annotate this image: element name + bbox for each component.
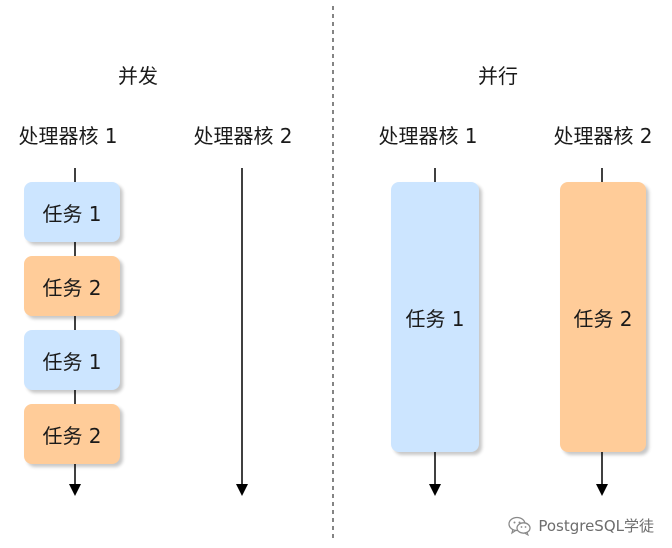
concurrency-task-2: 任务 2 <box>24 256 120 316</box>
parallelism-core2-arrowhead <box>596 484 608 496</box>
wechat-icon <box>508 516 531 536</box>
watermark: PostgreSQL学徒 <box>508 515 654 536</box>
concurrency-task-4-label: 任务 2 <box>42 423 102 448</box>
concurrency-core2-label: 处理器核 2 <box>193 124 293 148</box>
concurrency-core1-label: 处理器核 1 <box>18 124 118 148</box>
parallelism-task-1-label: 任务 1 <box>405 306 465 331</box>
concurrency-core2-arrowhead <box>236 484 248 496</box>
watermark-text: PostgreSQL学徒 <box>538 517 654 535</box>
parallelism-core1-arrowhead <box>429 484 441 496</box>
parallelism-core1-label: 处理器核 1 <box>378 124 478 148</box>
concurrency-task-4: 任务 2 <box>24 404 120 464</box>
concurrency-title: 并发 <box>118 64 158 88</box>
parallelism-core2-label: 处理器核 2 <box>553 124 653 148</box>
concurrency-task-3: 任务 1 <box>24 330 120 390</box>
concurrency-task-1-label: 任务 1 <box>42 201 102 226</box>
concurrency-task-2-label: 任务 2 <box>42 275 102 300</box>
concurrency-task-3-label: 任务 1 <box>42 349 102 374</box>
concurrency-task-1: 任务 1 <box>24 182 120 242</box>
parallelism-task-1: 任务 1 <box>391 182 479 452</box>
parallelism-task-2-label: 任务 2 <box>573 306 633 331</box>
concurrency-core1-arrowhead <box>69 484 81 496</box>
parallelism-task-2: 任务 2 <box>560 182 646 452</box>
parallelism-title: 并行 <box>478 64 518 88</box>
